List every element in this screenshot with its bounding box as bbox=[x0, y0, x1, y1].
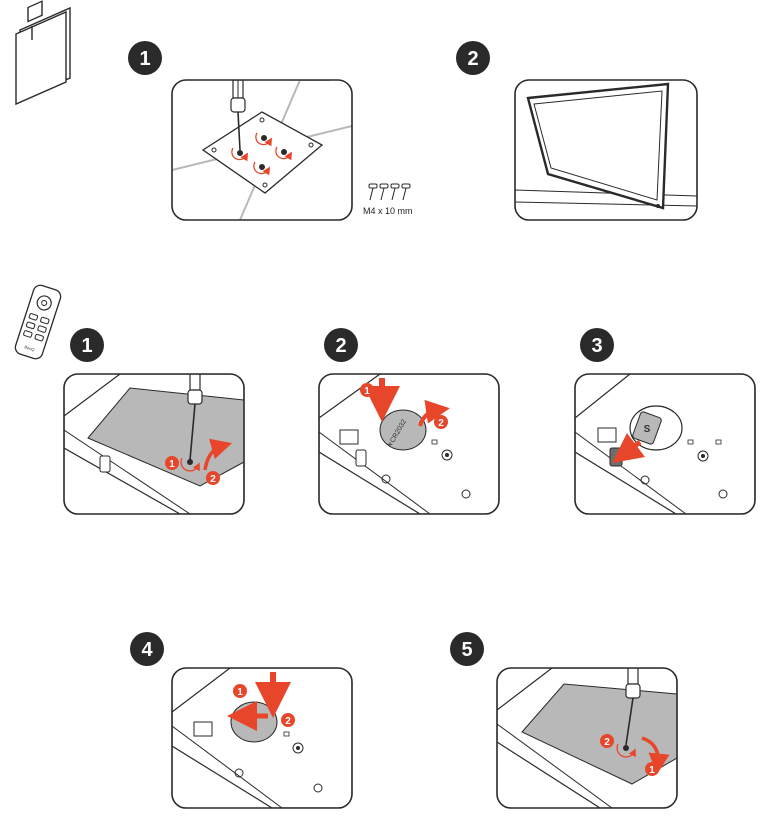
panel-remote-step-4: 1 2 bbox=[171, 667, 353, 809]
screw-size-label: M4 x 10 mm bbox=[363, 206, 413, 216]
wall-mount-plate-icon bbox=[15, 0, 71, 106]
svg-text:1: 1 bbox=[364, 386, 370, 397]
panel-monitor bbox=[514, 79, 698, 221]
substep-1-marker: 1 bbox=[360, 383, 374, 397]
substep-1-marker: 1 bbox=[233, 684, 247, 698]
svg-text:1: 1 bbox=[139, 48, 150, 70]
svg-text:2: 2 bbox=[467, 48, 478, 70]
panel-remote-step-1: 1 2 bbox=[63, 373, 245, 515]
remote-step-1-badge: 1 bbox=[70, 328, 104, 362]
screwdriver-icon bbox=[230, 80, 246, 151]
remote-brand-label: BenQ bbox=[24, 344, 35, 352]
substep-1-marker: 1 bbox=[165, 456, 179, 470]
panel-remote-step-2: CR2032 + 1 2 bbox=[318, 373, 500, 515]
panel-remote-step-3: S bbox=[574, 373, 756, 515]
svg-text:3: 3 bbox=[591, 335, 602, 357]
screwdriver-icon bbox=[625, 668, 641, 746]
svg-text:2: 2 bbox=[438, 418, 444, 429]
svg-text:4: 4 bbox=[141, 639, 153, 661]
remote-control-icon: BenQ bbox=[14, 284, 62, 360]
svg-text:1: 1 bbox=[237, 687, 243, 698]
panel-remote-step-5: 1 2 bbox=[496, 667, 678, 809]
monitor-step-2-badge: 2 bbox=[456, 41, 490, 75]
remote-step-3-badge: 3 bbox=[580, 328, 614, 362]
remote-step-4-badge: 4 bbox=[130, 632, 164, 666]
remote-step-2-badge: 2 bbox=[324, 328, 358, 362]
battery-plus-sign: + bbox=[387, 440, 393, 451]
substep-2-marker: 2 bbox=[206, 471, 220, 485]
svg-text:2: 2 bbox=[285, 716, 291, 727]
svg-text:1: 1 bbox=[169, 459, 175, 470]
substep-1-marker: 1 bbox=[645, 762, 659, 776]
svg-text:2: 2 bbox=[604, 737, 610, 748]
svg-text:2: 2 bbox=[335, 335, 346, 357]
svg-text:5: 5 bbox=[461, 639, 472, 661]
svg-text:1: 1 bbox=[81, 335, 92, 357]
svg-text:1: 1 bbox=[649, 765, 655, 776]
slot-s-label: S bbox=[644, 424, 651, 435]
monitor-step-1-badge: 1 bbox=[128, 41, 162, 75]
screws-icon bbox=[368, 183, 411, 201]
substep-2-marker: 2 bbox=[281, 713, 295, 727]
remote-step-5-badge: 5 bbox=[450, 632, 484, 666]
screwdriver-icon bbox=[187, 374, 203, 461]
substep-2-marker: 2 bbox=[434, 415, 448, 429]
substep-2-marker: 2 bbox=[600, 734, 614, 748]
panel-remove-base-screws bbox=[171, 79, 353, 221]
svg-text:2: 2 bbox=[210, 474, 216, 485]
